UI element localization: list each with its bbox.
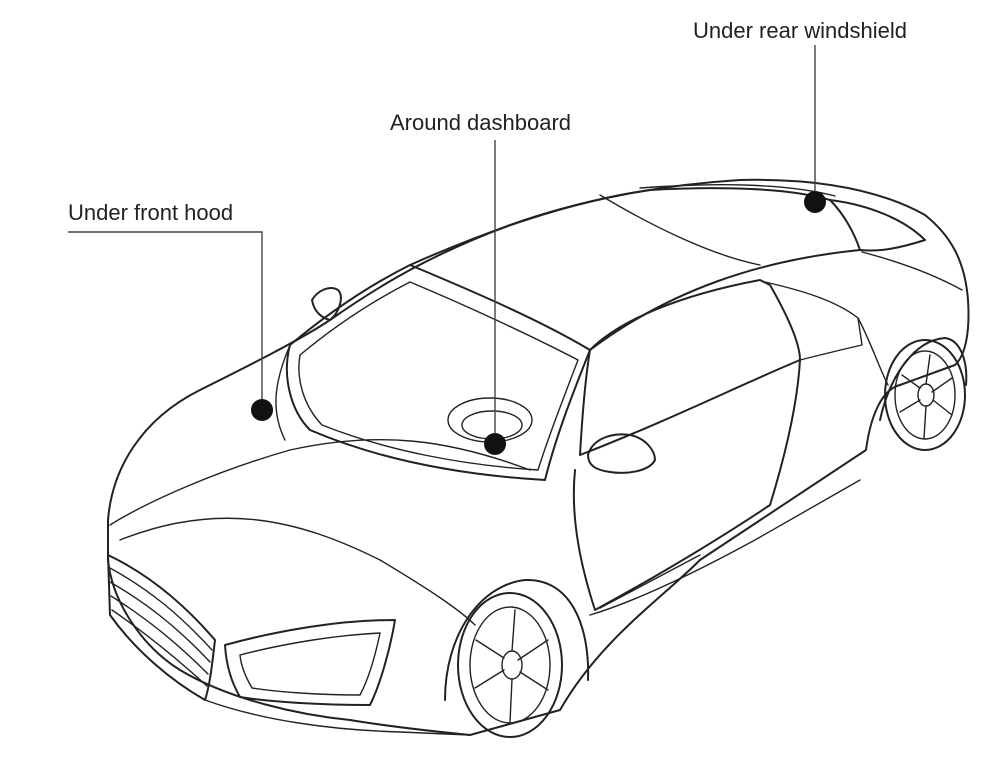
car-illustration xyxy=(107,178,970,738)
grille-slats xyxy=(109,567,213,687)
side-window-divider xyxy=(764,281,863,361)
rear-deck-line xyxy=(861,251,963,291)
front-wheel xyxy=(444,578,590,738)
headlight-inner xyxy=(239,632,381,696)
hood-center-line xyxy=(275,344,291,441)
headlight xyxy=(224,619,396,706)
rear-windshield-marker xyxy=(804,191,826,213)
door-outline xyxy=(572,359,801,611)
rear-quarter-line xyxy=(857,317,889,386)
door-lower-line xyxy=(599,554,701,609)
front-hood-leader xyxy=(68,231,263,410)
leader-lines xyxy=(68,45,816,444)
right-side-mirror xyxy=(587,433,656,474)
front-bumper-lower xyxy=(204,699,471,736)
side-skirt xyxy=(589,479,861,616)
rear-wheel xyxy=(879,337,968,451)
location-markers xyxy=(251,191,826,455)
rear-deck xyxy=(829,199,926,252)
front-hood-marker xyxy=(251,399,273,421)
roof-panel-line xyxy=(599,194,761,266)
location-labels: Under front hood Around dashboard Under … xyxy=(68,18,907,225)
front-grille xyxy=(107,554,216,701)
dashboard-marker xyxy=(484,433,506,455)
car-body-outline xyxy=(107,178,970,736)
rear-windshield-label: Under rear windshield xyxy=(693,18,907,43)
hood-line-left xyxy=(109,438,531,526)
side-window xyxy=(579,279,801,456)
windshield-frame xyxy=(286,264,591,481)
dashboard-label: Around dashboard xyxy=(390,110,571,135)
front-hood-label: Under front hood xyxy=(68,200,233,225)
hood-line-right xyxy=(119,517,476,626)
left-side-mirror xyxy=(311,287,342,321)
windshield-inner xyxy=(298,281,579,471)
roof-outline xyxy=(409,187,861,351)
